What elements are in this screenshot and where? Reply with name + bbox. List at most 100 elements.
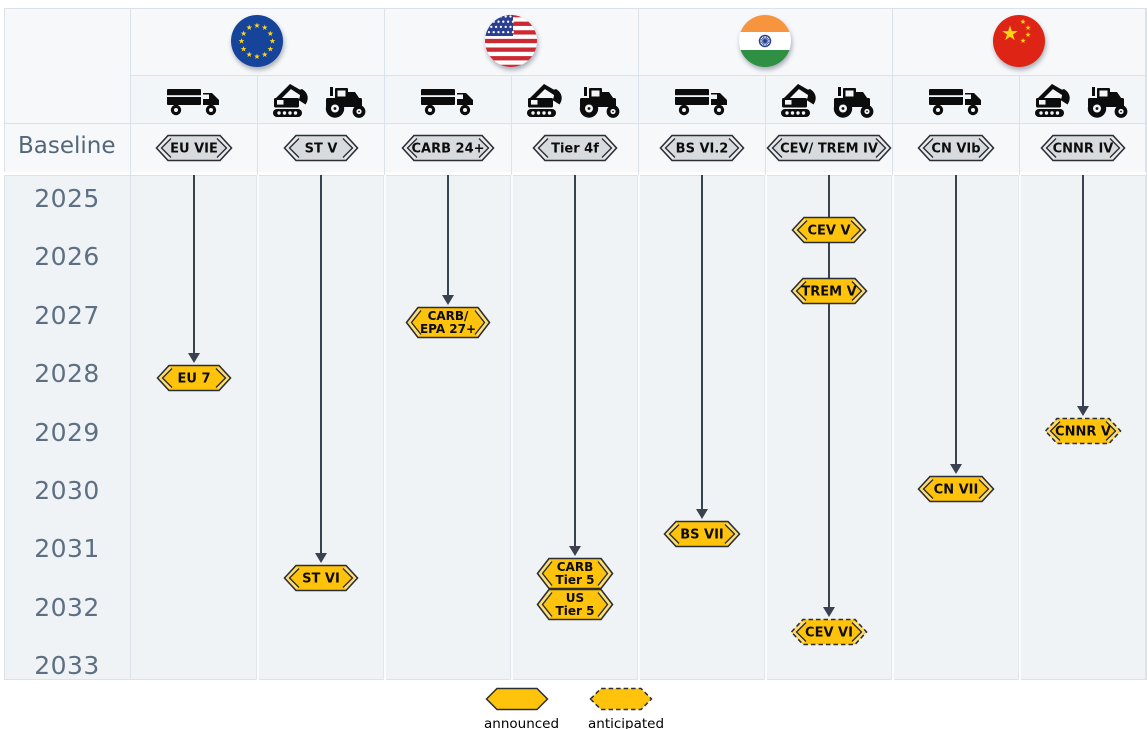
milestone-badge-announced: CN VII <box>916 475 995 503</box>
svg-text:US: US <box>565 591 583 605</box>
vehicle-icons-off-road-equipment <box>257 79 384 123</box>
excavator-icon <box>781 84 816 117</box>
roadmap-grid: ★★★★★★★★★★★★ EU VIE ST V <box>4 8 1147 681</box>
timeline-column-separator <box>764 175 767 680</box>
timeline-column-separator <box>1018 175 1021 680</box>
milestone-arrow-head <box>949 464 962 475</box>
milestone-arrow-line <box>700 175 703 510</box>
baseline-badge-hexagon: BS VI.2 <box>658 134 745 161</box>
milestone-badge-announced: EU 7 <box>155 364 232 392</box>
milestone-badge-announced-hexagon: EU 7 <box>155 364 232 392</box>
baseline-badge-hexagon: EU VIE <box>154 134 233 161</box>
milestone-badge-announced-hexagon: ST VI <box>282 565 359 592</box>
year-label-2028: 2028 <box>34 359 100 389</box>
vehicle-icons-on-road-truck <box>130 79 257 123</box>
svg-text:★: ★ <box>246 50 253 59</box>
baseline-badge-hexagon: ST V <box>282 134 359 161</box>
india-flag <box>739 15 791 67</box>
milestone-badge-anticipated: CEV VI <box>789 618 868 646</box>
svg-text:ST VI: ST VI <box>302 572 340 587</box>
year-label-2030: 2030 <box>34 476 100 505</box>
region-border <box>1146 8 1147 680</box>
svg-text:★: ★ <box>240 29 247 38</box>
svg-text:★: ★ <box>246 23 253 32</box>
milestone-badge-anticipated: CNNR V <box>1043 417 1122 445</box>
excavator-icon <box>273 84 308 117</box>
vehicle-icons-off-road-equipment <box>511 79 638 123</box>
legend-item-announced: announced <box>484 687 559 729</box>
legend-item-anticipated: anticipated <box>588 687 664 729</box>
svg-text:BS VII: BS VII <box>680 528 724 543</box>
china-flag: ★★★★★ <box>993 15 1045 67</box>
svg-text:CN VIb: CN VIb <box>931 141 980 156</box>
announced-hexagon-swatch <box>485 687 549 715</box>
milestone-arrow-line <box>827 175 830 608</box>
truck-icon <box>166 89 219 116</box>
milestone-arrow-line <box>1081 175 1084 406</box>
baseline-badge: ST V <box>282 134 359 162</box>
svg-text:★: ★ <box>238 37 245 46</box>
tractor-icon <box>1087 87 1128 118</box>
timeline-top-gap <box>4 172 1146 175</box>
us-flag <box>483 13 539 69</box>
svg-text:★: ★ <box>240 44 247 53</box>
baseline-badge: EU VIE <box>154 134 233 162</box>
baseline-badge: CARB 24+ <box>400 134 495 162</box>
svg-text:★: ★ <box>261 50 268 59</box>
milestone-arrow-head <box>187 353 200 364</box>
milestone-arrow-line <box>573 175 576 547</box>
excavator-icon <box>1035 84 1070 117</box>
timeline-column-separator <box>256 175 259 680</box>
svg-text:CARB 24+: CARB 24+ <box>411 141 484 156</box>
svg-text:CEV V: CEV V <box>807 224 850 239</box>
truck-icon <box>674 89 727 116</box>
milestone-arrow-line <box>954 175 957 465</box>
milestone-badge-announced: ST VI <box>282 564 359 592</box>
year-label-2025: 2025 <box>34 184 100 213</box>
baseline-row-top-border <box>4 123 1146 124</box>
timeline-column-separator <box>510 175 513 680</box>
india-flag <box>737 13 793 69</box>
svg-text:CEV VI: CEV VI <box>805 626 853 641</box>
vehicle-icons-off-road-equipment <box>765 79 892 123</box>
china-flag: ★★★★★ <box>991 13 1047 69</box>
milestone-badge-announced: BS VII <box>662 520 741 548</box>
baseline-badge-hexagon: CARB 24+ <box>400 134 495 161</box>
year-label-2033: 2033 <box>34 651 100 681</box>
milestone-badge-announced: TREM V <box>789 277 868 305</box>
svg-text:★: ★ <box>1020 37 1026 45</box>
timeline-column-separator <box>891 175 894 680</box>
milestone-badge-announced-hexagon: CEV V <box>790 217 867 244</box>
vehicle-icons-on-road-truck <box>638 79 765 123</box>
year-label-2029: 2029 <box>34 417 100 447</box>
milestone-badge-announced: CEV V <box>790 216 867 244</box>
svg-text:Tier 4f: Tier 4f <box>551 141 599 156</box>
milestone-badge-anticipated-hexagon: CNNR V <box>1043 417 1122 444</box>
svg-text:BS VI.2: BS VI.2 <box>675 141 728 156</box>
milestone-arrow-head <box>1076 405 1089 416</box>
milestone-arrow-line <box>319 175 322 554</box>
milestone-badge-announced-hexagon: BS VII <box>662 520 741 548</box>
eu-flag: ★★★★★★★★★★★★ <box>231 15 283 67</box>
region-border <box>130 8 131 680</box>
milestone-arrow-head <box>441 295 454 306</box>
svg-text:EPA 27+: EPA 27+ <box>419 322 475 336</box>
svg-text:Tier 5: Tier 5 <box>555 573 594 587</box>
svg-text:EU 7: EU 7 <box>177 372 210 387</box>
svg-text:ST V: ST V <box>304 141 337 156</box>
milestone-arrow-line <box>192 175 195 354</box>
svg-text:★: ★ <box>267 44 274 53</box>
svg-text:CARB/: CARB/ <box>427 309 468 323</box>
svg-text:★: ★ <box>1020 18 1026 26</box>
milestone-badge-announced-hexagon: TREM V <box>789 277 868 304</box>
svg-text:★: ★ <box>261 23 268 32</box>
svg-text:Tier 5: Tier 5 <box>555 604 594 618</box>
timeline-column-separator <box>637 175 640 680</box>
eu-flag: ★★★★★★★★★★★★ <box>229 13 285 69</box>
vehicle-icons-off-road-equipment <box>1019 79 1146 123</box>
svg-text:★: ★ <box>269 37 276 46</box>
svg-text:CEV/ TREM IV: CEV/ TREM IV <box>780 141 878 156</box>
